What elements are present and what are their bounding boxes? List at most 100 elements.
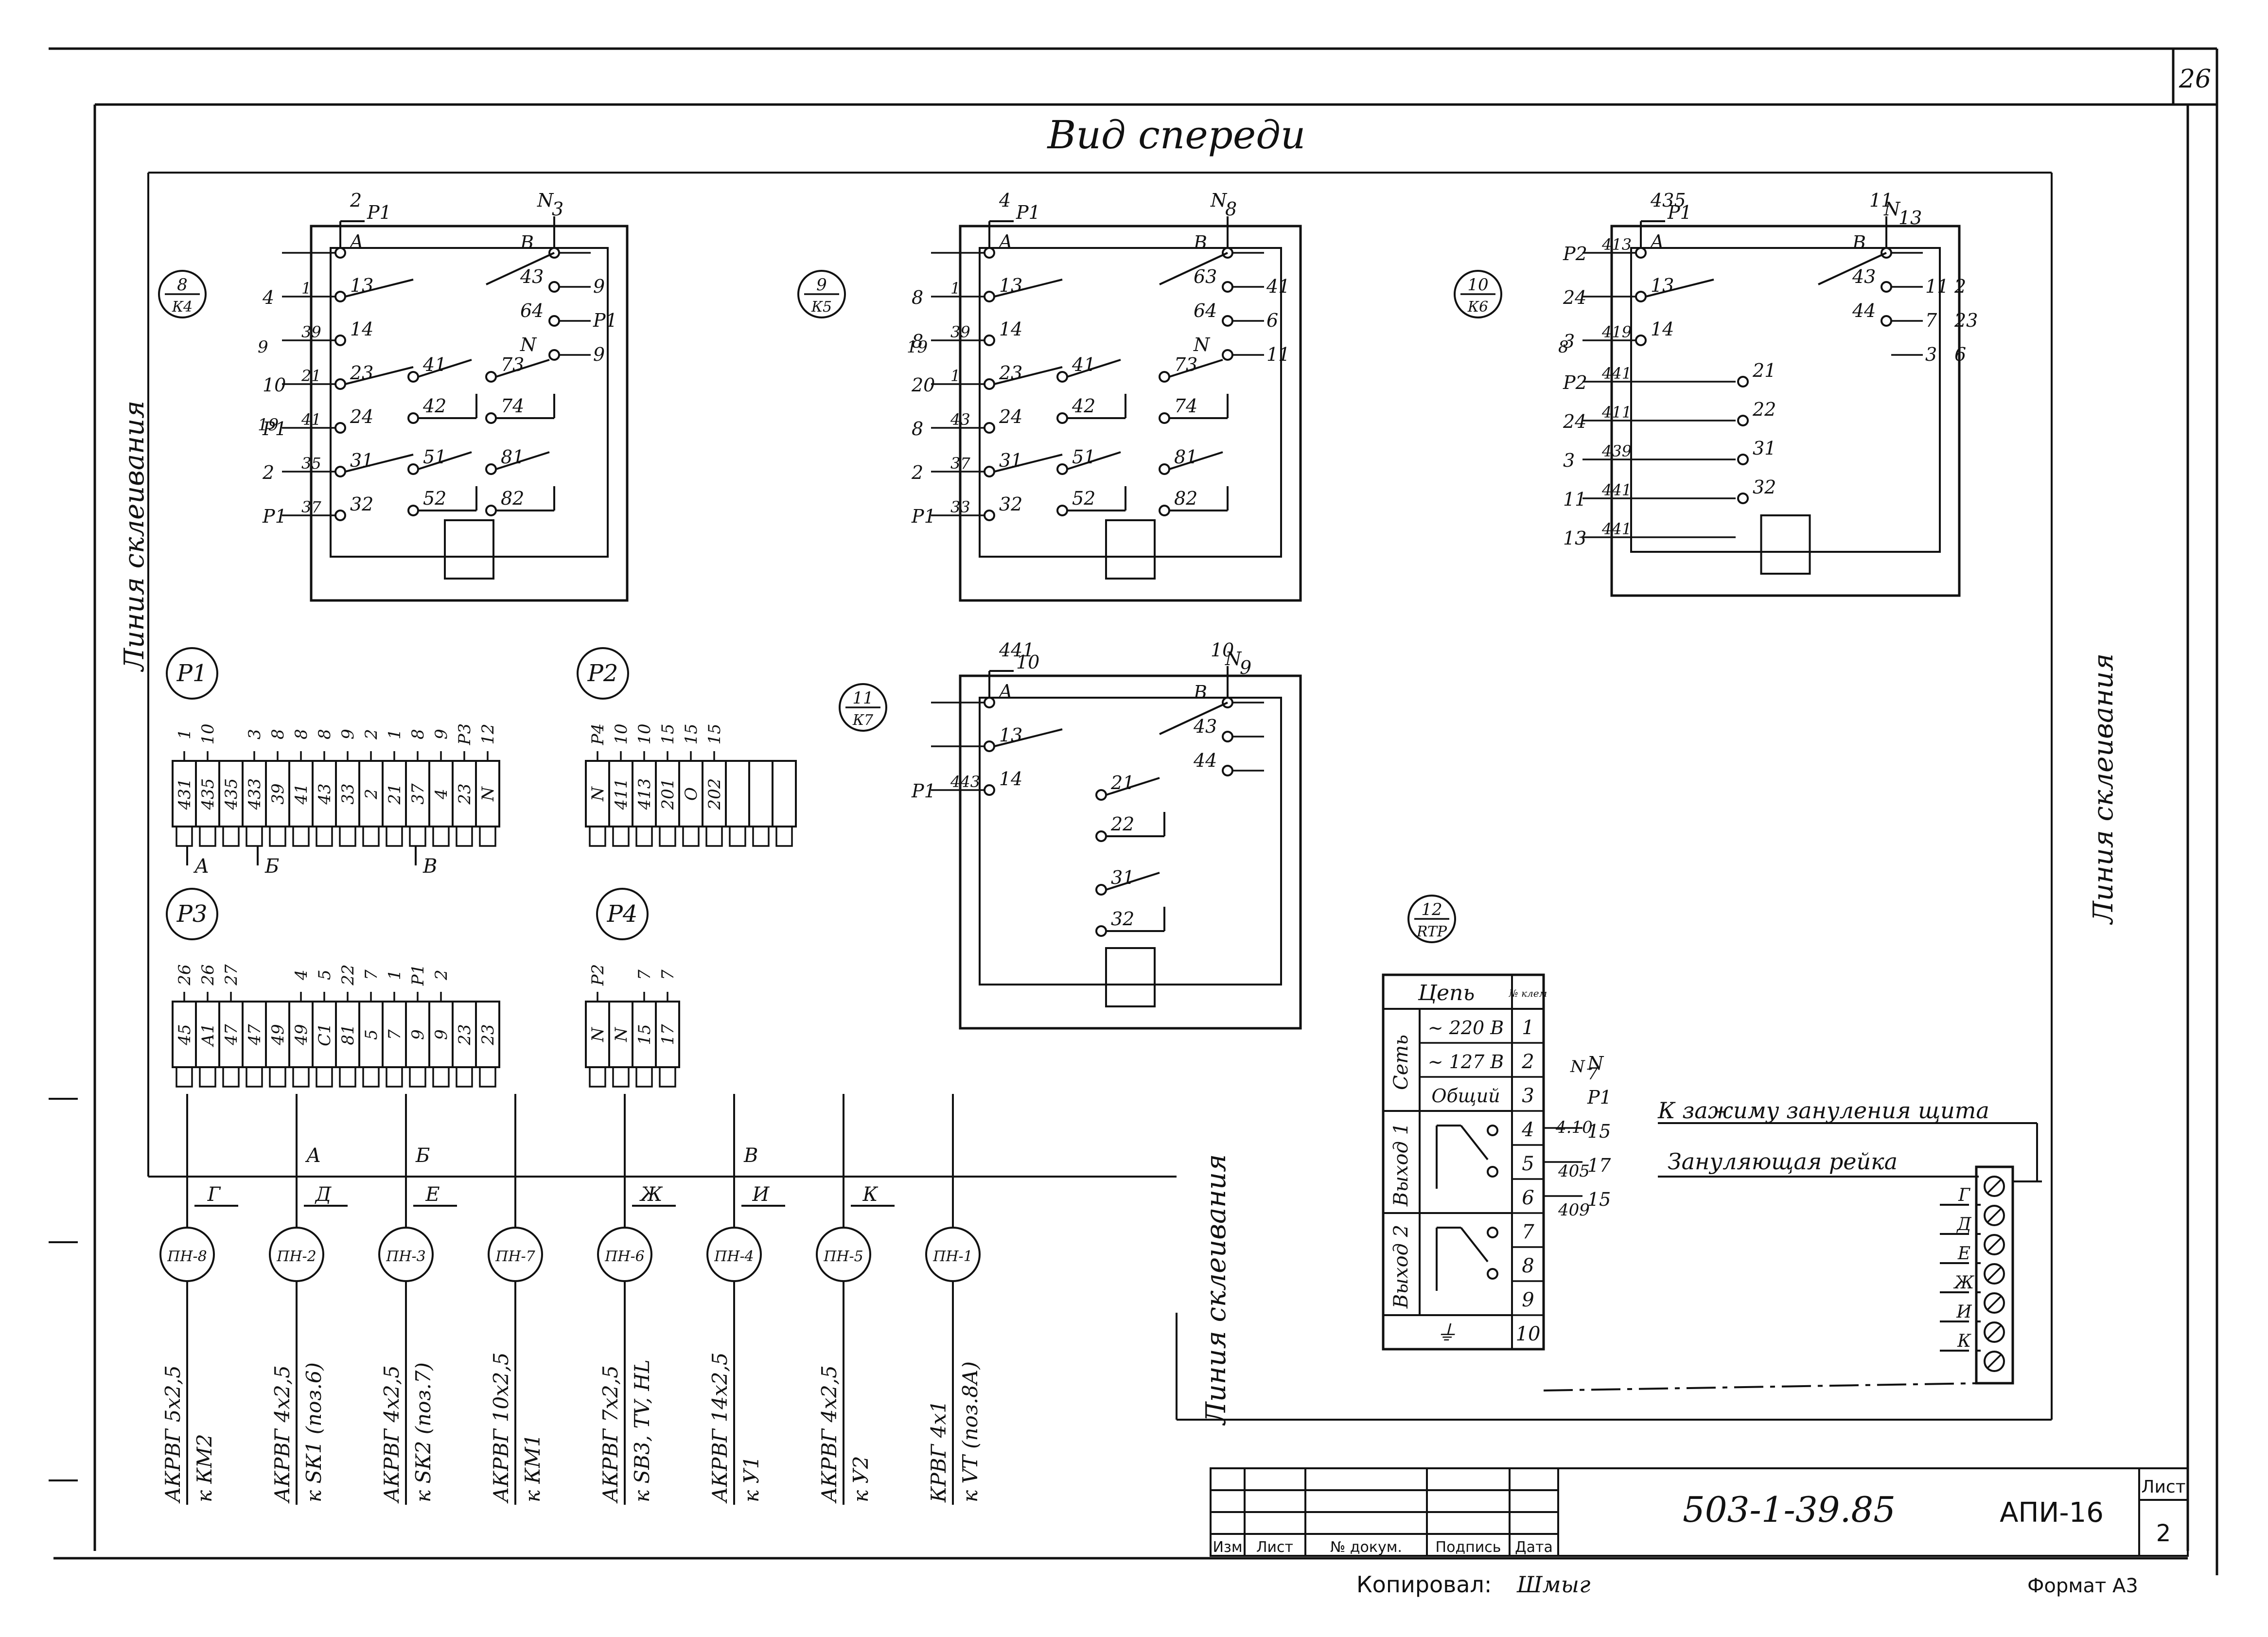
cable-position-label: ПН-7: [495, 1248, 535, 1265]
rail-screw-icon: [1984, 1263, 2005, 1285]
right-contact-number: 43: [1193, 716, 1217, 737]
cable-type-label: КРВГ 4х1: [927, 1400, 950, 1503]
terminal-cell-label: N: [588, 1027, 608, 1042]
lower-wire-mark: 3: [1563, 450, 1575, 471]
terminal-cell-label: 49: [292, 1024, 311, 1045]
terminal-cell-label: А1: [198, 1023, 218, 1047]
cable-position-label: ПН-2: [276, 1248, 316, 1265]
contact-terminal-icon: [1056, 371, 1068, 383]
terminal-cell-label: 4: [432, 789, 451, 800]
mid-contact-label: 52: [423, 488, 446, 509]
left-contact-terminal-icon: [1635, 291, 1647, 302]
left-contact-terminal-icon: [1635, 334, 1647, 346]
relay-top-wire-right: N: [537, 190, 554, 211]
terminal-top-label: 9: [432, 729, 451, 739]
relay-top-wire-right: N: [1225, 648, 1242, 669]
terminal-cell: [725, 760, 750, 827]
sheet-label: Лист: [2141, 1477, 2185, 1497]
switch-blade: [994, 279, 1063, 298]
left-contact-terminal-icon: [984, 466, 995, 477]
switch-blade: [345, 279, 414, 298]
terminal-top-label: 15: [682, 723, 701, 744]
cable-type-label: АКРВГ 4х2,5: [380, 1365, 404, 1504]
relay-badge-ref: К4: [172, 299, 193, 316]
lower-contact-number: 22: [1752, 399, 1776, 420]
left-wire-number: 41: [301, 410, 321, 429]
left-contact-terminal-icon: [334, 247, 346, 259]
terminal-top-label: 27: [222, 964, 241, 986]
right-contact-number: B: [1193, 682, 1207, 703]
rtp-contact-terminal-icon: [1487, 1166, 1498, 1178]
rtp-terminal-number: 6: [1522, 1187, 1534, 1209]
right-contact-terminal-icon: [548, 315, 560, 327]
cable-group-letter: Д: [315, 1183, 332, 1206]
left-contact-terminal-icon: [334, 291, 346, 302]
rail-wire-rtp: [1543, 1382, 1979, 1391]
rtp-group-label: Выход 1: [1390, 1123, 1412, 1207]
terminal-cell-label: 9: [408, 1029, 428, 1040]
terminal-screw: [659, 826, 676, 847]
contact-terminal-icon: [1056, 505, 1068, 516]
terminal-cell-label: 411: [612, 778, 631, 810]
terminal-cell-label: 435: [198, 778, 218, 810]
sheet-code: АПИ-16: [2000, 1497, 2104, 1529]
rail-screw-slot: [1987, 1324, 2002, 1340]
terminal-screw: [246, 1066, 263, 1088]
right-contact-number: 64: [1194, 300, 1217, 321]
terminal-top-label: 1: [175, 729, 194, 739]
cable-destination-label: к КМ1: [521, 1434, 545, 1502]
contact-terminal-icon: [407, 371, 419, 383]
terminal-screw: [222, 826, 240, 847]
terminal-cell-label: 47: [222, 1024, 241, 1046]
terminal-cell-label: 5: [362, 1029, 381, 1040]
left-contact-terminal-icon: [984, 697, 995, 708]
left-wire-mark: Р1: [262, 418, 287, 440]
terminal-cell-label: 413: [635, 778, 654, 810]
rtp-group-label: Выход 2: [1390, 1225, 1412, 1309]
right-contact-terminal-icon: [1222, 731, 1233, 742]
relay-inner-frame: [1630, 247, 1941, 553]
terminal-screw: [362, 826, 380, 847]
switch-blade: [1818, 252, 1887, 285]
terminal-top-label: 8: [315, 729, 334, 739]
rail-wire-letter: Ж: [1953, 1273, 1975, 1293]
right-wire-mark: Р1: [593, 310, 617, 331]
relay-badge-icon: [158, 270, 207, 318]
terminal-cell-label: 435: [222, 778, 241, 810]
page-number: 26: [2179, 65, 2211, 94]
rail-screw-slot: [1987, 1354, 2002, 1369]
right-wire-mark: 11: [1925, 276, 1949, 297]
terminal-top-label: 8: [408, 729, 428, 739]
terminal-screw: [729, 826, 746, 847]
lower-wire-number: 411: [1601, 403, 1632, 422]
rtp-terminal-number: 2: [1521, 1051, 1534, 1073]
terminal-screw: [612, 826, 630, 847]
right-wire-mark: 7: [1925, 310, 1937, 331]
relay-top-wire-right: 11: [1869, 190, 1893, 211]
cable-destination-label: к VТ (поз.8А): [958, 1361, 982, 1502]
terminal-cell-label: 47: [245, 1024, 264, 1046]
contact-terminal-icon: [1095, 884, 1107, 896]
relay-inner-frame: [330, 247, 609, 558]
terminal-cell: [748, 760, 774, 827]
switch-blade: [1067, 451, 1121, 470]
rtp-group-label: Сеть: [1390, 1035, 1412, 1090]
rtp-row-label: ~ 127 В: [1428, 1051, 1504, 1073]
terminal-cell-label: 43: [315, 783, 334, 805]
terminal-cell-label: 2: [362, 789, 381, 800]
cable-group-letter: Е: [425, 1183, 440, 1206]
terminal-screw: [479, 826, 496, 847]
left-wire-number: 39: [950, 323, 970, 341]
rail-label: Зануляющая рейка: [1668, 1148, 1898, 1175]
relay-top-wire-right: N: [1883, 198, 1901, 220]
relay-badge-ref: К7: [852, 712, 874, 729]
rail-screw-icon: [1984, 1234, 2005, 1255]
left-contact-number: 14: [999, 768, 1022, 790]
switch-blade: [994, 728, 1063, 747]
rail-screw-slot: [1987, 1295, 2002, 1311]
